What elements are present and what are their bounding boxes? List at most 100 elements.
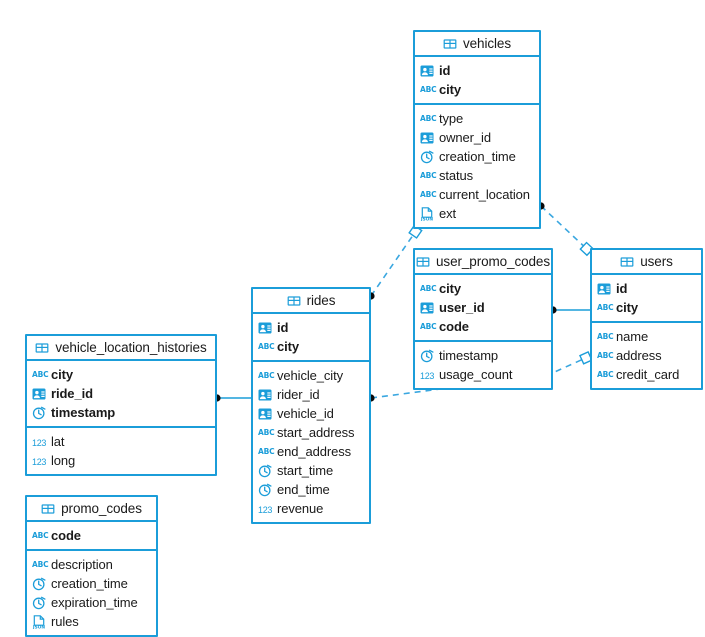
column-field[interactable]: timestamp bbox=[415, 346, 551, 365]
table-icon bbox=[620, 255, 634, 269]
primary-key-field[interactable]: timestamp bbox=[27, 403, 215, 422]
field-label: code bbox=[439, 319, 469, 334]
column-field[interactable]: owner_id bbox=[415, 128, 539, 147]
number-type-icon: 123 bbox=[32, 437, 47, 448]
entity-header-rides[interactable]: rides bbox=[253, 289, 369, 314]
relationship-vehicle-location-histories-to-rides[interactable] bbox=[213, 394, 251, 402]
field-label: vehicle_city bbox=[277, 368, 343, 383]
abc-type-icon: ABC bbox=[420, 189, 437, 199]
primary-key-field[interactable]: id bbox=[415, 61, 539, 80]
column-field[interactable]: rider_id bbox=[253, 385, 369, 404]
column-field[interactable]: end_time bbox=[253, 480, 369, 499]
field-label: city bbox=[439, 281, 462, 296]
entity-header-users[interactable]: users bbox=[592, 250, 701, 275]
clock-icon bbox=[32, 577, 46, 591]
column-field[interactable]: 123 lat bbox=[27, 432, 215, 451]
primary-key-field[interactable]: user_id bbox=[415, 298, 551, 317]
id-badge-icon bbox=[258, 388, 272, 402]
field-label: revenue bbox=[277, 501, 324, 516]
entity-header-vehicles[interactable]: vehicles bbox=[415, 32, 539, 57]
primary-key-field[interactable]: ride_id bbox=[27, 384, 215, 403]
relationship-line bbox=[540, 205, 591, 253]
table-icon bbox=[41, 502, 55, 516]
field-label: expiration_time bbox=[51, 595, 138, 610]
field-label: city bbox=[51, 367, 74, 382]
field-label: end_time bbox=[277, 482, 330, 497]
abc-type-icon: ABC bbox=[258, 446, 275, 456]
field-label: city bbox=[439, 82, 462, 97]
field-label: credit_card bbox=[616, 367, 680, 382]
column-field[interactable]: start_time bbox=[253, 461, 369, 480]
column-field[interactable]: expiration_time bbox=[27, 593, 156, 612]
field-label: usage_count bbox=[439, 367, 513, 382]
field-label: lat bbox=[51, 434, 65, 449]
clock-icon bbox=[32, 596, 46, 610]
primary-key-field[interactable]: id bbox=[253, 318, 369, 337]
relationship-line bbox=[370, 227, 419, 297]
abc-type-icon: ABC bbox=[32, 559, 49, 569]
field-label: long bbox=[51, 453, 76, 468]
field-label: address bbox=[616, 348, 662, 363]
field-label: creation_time bbox=[51, 576, 128, 591]
field-label: id bbox=[277, 320, 289, 335]
column-field[interactable]: vehicle_id bbox=[253, 404, 369, 423]
clock-icon bbox=[420, 150, 434, 164]
field-label: type bbox=[439, 111, 464, 126]
table-icon bbox=[287, 294, 301, 308]
abc-type-icon: ABC bbox=[32, 369, 49, 379]
svg-text:JSON: JSON bbox=[32, 624, 45, 629]
entity-header-user_promo_codes[interactable]: user_promo_codes bbox=[415, 250, 551, 275]
abc-type-icon: ABC bbox=[420, 113, 437, 123]
entity-title: vehicles bbox=[463, 36, 511, 51]
field-label: timestamp bbox=[51, 405, 116, 420]
field-label: status bbox=[439, 168, 474, 183]
column-field[interactable]: creation_time bbox=[27, 574, 156, 593]
entity-title: rides bbox=[306, 293, 336, 308]
entity-header-vehicle_location_histories[interactable]: vehicle_location_histories bbox=[27, 336, 215, 361]
abc-type-icon: ABC bbox=[258, 370, 275, 380]
id-badge-icon bbox=[258, 407, 272, 421]
primary-key-field[interactable]: id bbox=[592, 279, 701, 298]
clock-icon bbox=[32, 406, 46, 420]
column-field[interactable]: creation_time bbox=[415, 147, 539, 166]
entity-header-promo_codes[interactable]: promo_codes bbox=[27, 497, 156, 522]
field-label: timestamp bbox=[439, 348, 499, 363]
field-label: current_location bbox=[439, 187, 530, 202]
field-label: city bbox=[616, 300, 639, 315]
id-badge-icon bbox=[258, 321, 272, 335]
relationship-user-promo-codes-to-users[interactable] bbox=[549, 306, 590, 314]
svg-text:JSON: JSON bbox=[420, 216, 433, 221]
abc-type-icon: ABC bbox=[32, 530, 49, 540]
